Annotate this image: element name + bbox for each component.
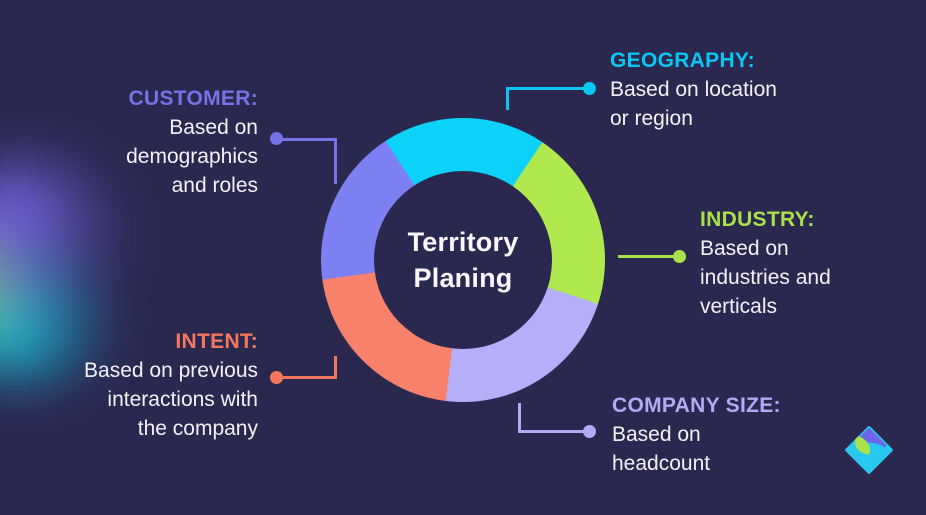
customer-label: CUSTOMER: Based on demographics and role… (18, 84, 258, 200)
industry-connector-hline (618, 255, 680, 258)
territory-planning-donut-chart: Territory Planing (321, 118, 605, 402)
company-size-heading: COMPANY SIZE: (612, 394, 781, 417)
industry-label: INDUSTRY: Based on industries and vertic… (700, 205, 920, 321)
company-size-description: Based on headcount (612, 423, 711, 475)
intent-connector-vline (334, 356, 337, 379)
logo-leaf (854, 436, 870, 455)
intent-description: Based on previous interactions with the … (84, 359, 258, 440)
brand-logo (845, 426, 893, 474)
geography-label: GEOGRAPHY: Based on location or region (610, 46, 870, 133)
customer-connector-hline (277, 138, 337, 141)
geography-description: Based on location or region (610, 78, 777, 130)
intent-label: INTENT: Based on previous interactions w… (8, 327, 258, 443)
company-size-label: COMPANY SIZE: Based on headcount (612, 391, 872, 478)
intent-heading: INTENT: (175, 330, 258, 353)
industry-description: Based on industries and verticals (700, 237, 831, 318)
geography-connector-vline (506, 88, 509, 110)
customer-heading: CUSTOMER: (128, 87, 258, 110)
customer-description: Based on demographics and roles (126, 116, 258, 197)
company-size-connector-hline (518, 430, 590, 433)
intent-connector-dot (270, 371, 283, 384)
customer-connector-dot (270, 132, 283, 145)
company-size-connector-vline (518, 403, 521, 433)
customer-connector-vline (334, 139, 337, 184)
industry-heading: INDUSTRY: (700, 208, 815, 231)
chart-title: Territory Planing (407, 227, 519, 293)
geography-heading: GEOGRAPHY: (610, 49, 755, 72)
geography-connector-hline (506, 87, 590, 90)
donut-center: Territory Planing (374, 171, 552, 349)
intent-connector-hline (277, 376, 337, 379)
